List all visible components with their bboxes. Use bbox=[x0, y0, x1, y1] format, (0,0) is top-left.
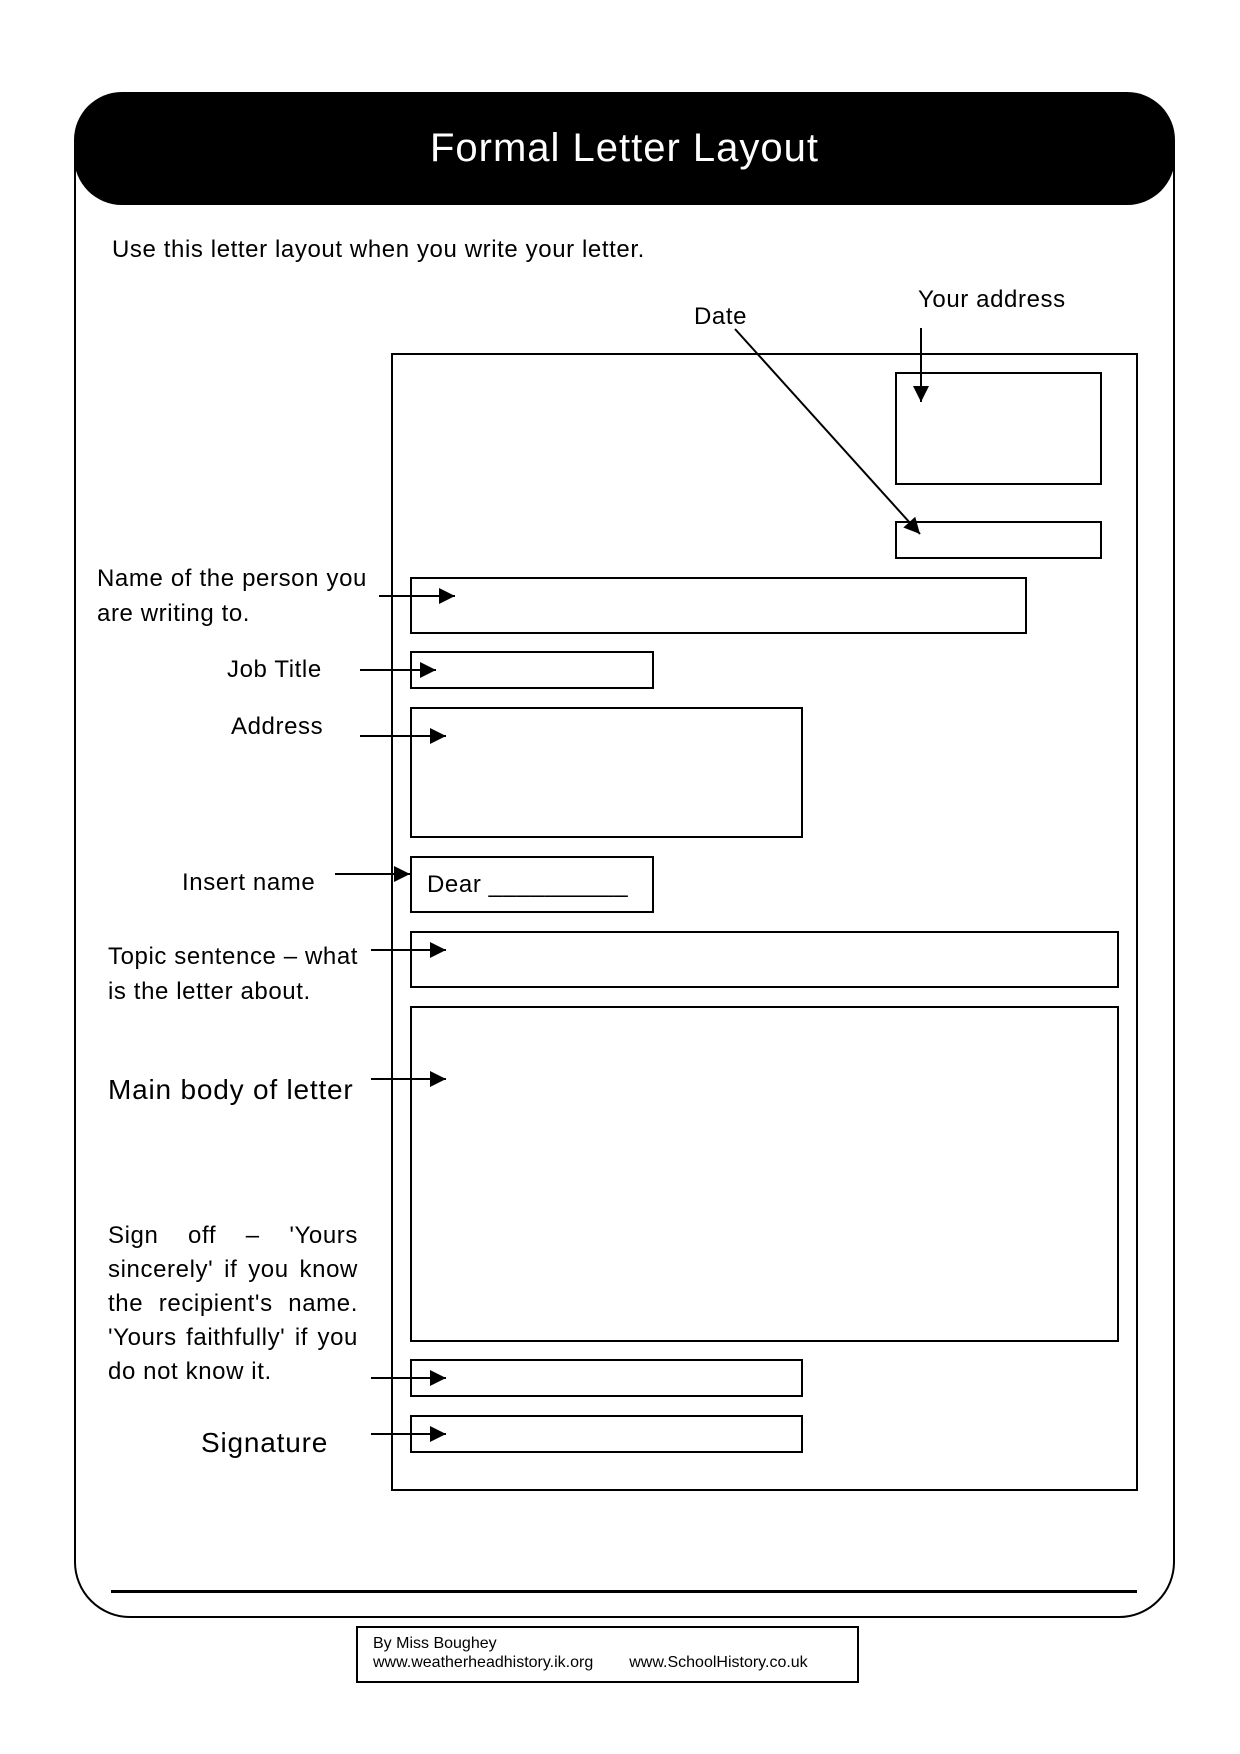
label-address: Address bbox=[231, 713, 324, 740]
main-body-box bbox=[410, 1006, 1119, 1342]
label-insert-name: Insert name bbox=[182, 869, 316, 896]
credit-author: By Miss Boughey bbox=[373, 1635, 497, 1652]
label-date: Date bbox=[694, 303, 748, 330]
salutation-box: Dear __________ bbox=[410, 856, 654, 913]
page-title: Formal Letter Layout bbox=[429, 126, 820, 170]
footer-rule bbox=[111, 1590, 1137, 1593]
recipient-name-box bbox=[410, 577, 1027, 634]
label-your-address: Your address bbox=[918, 286, 1066, 313]
credit-site-2[interactable]: www.SchoolHistory.co.uk bbox=[629, 1654, 808, 1671]
letter-outline bbox=[391, 353, 1138, 1491]
label-main-body: Main body of letter bbox=[108, 1074, 354, 1105]
recipient-address-box bbox=[410, 707, 803, 838]
your-address-box bbox=[895, 372, 1102, 485]
label-topic-sentence: Topic sentence – what is the letter abou… bbox=[108, 943, 359, 1005]
label-recipient-name: Name of the person you are writing to. bbox=[97, 565, 367, 627]
arrow-date bbox=[734, 328, 921, 535]
label-sign-off: Sign off – 'Yours sincerely' if you know… bbox=[108, 1222, 358, 1385]
label-job-title: Job Title bbox=[227, 656, 322, 683]
intro-text: Use this letter layout when you write yo… bbox=[112, 236, 645, 263]
credit-box: By Miss Boughey www.weatherheadhistory.i… bbox=[356, 1626, 859, 1683]
title-banner: Formal Letter Layout bbox=[74, 92, 1175, 205]
salutation-text: Dear __________ bbox=[427, 871, 629, 898]
credit-site-1[interactable]: www.weatherheadhistory.ik.org bbox=[373, 1654, 594, 1671]
label-signature: Signature bbox=[201, 1427, 329, 1458]
topic-sentence-box bbox=[410, 931, 1119, 988]
date-box bbox=[895, 521, 1102, 559]
